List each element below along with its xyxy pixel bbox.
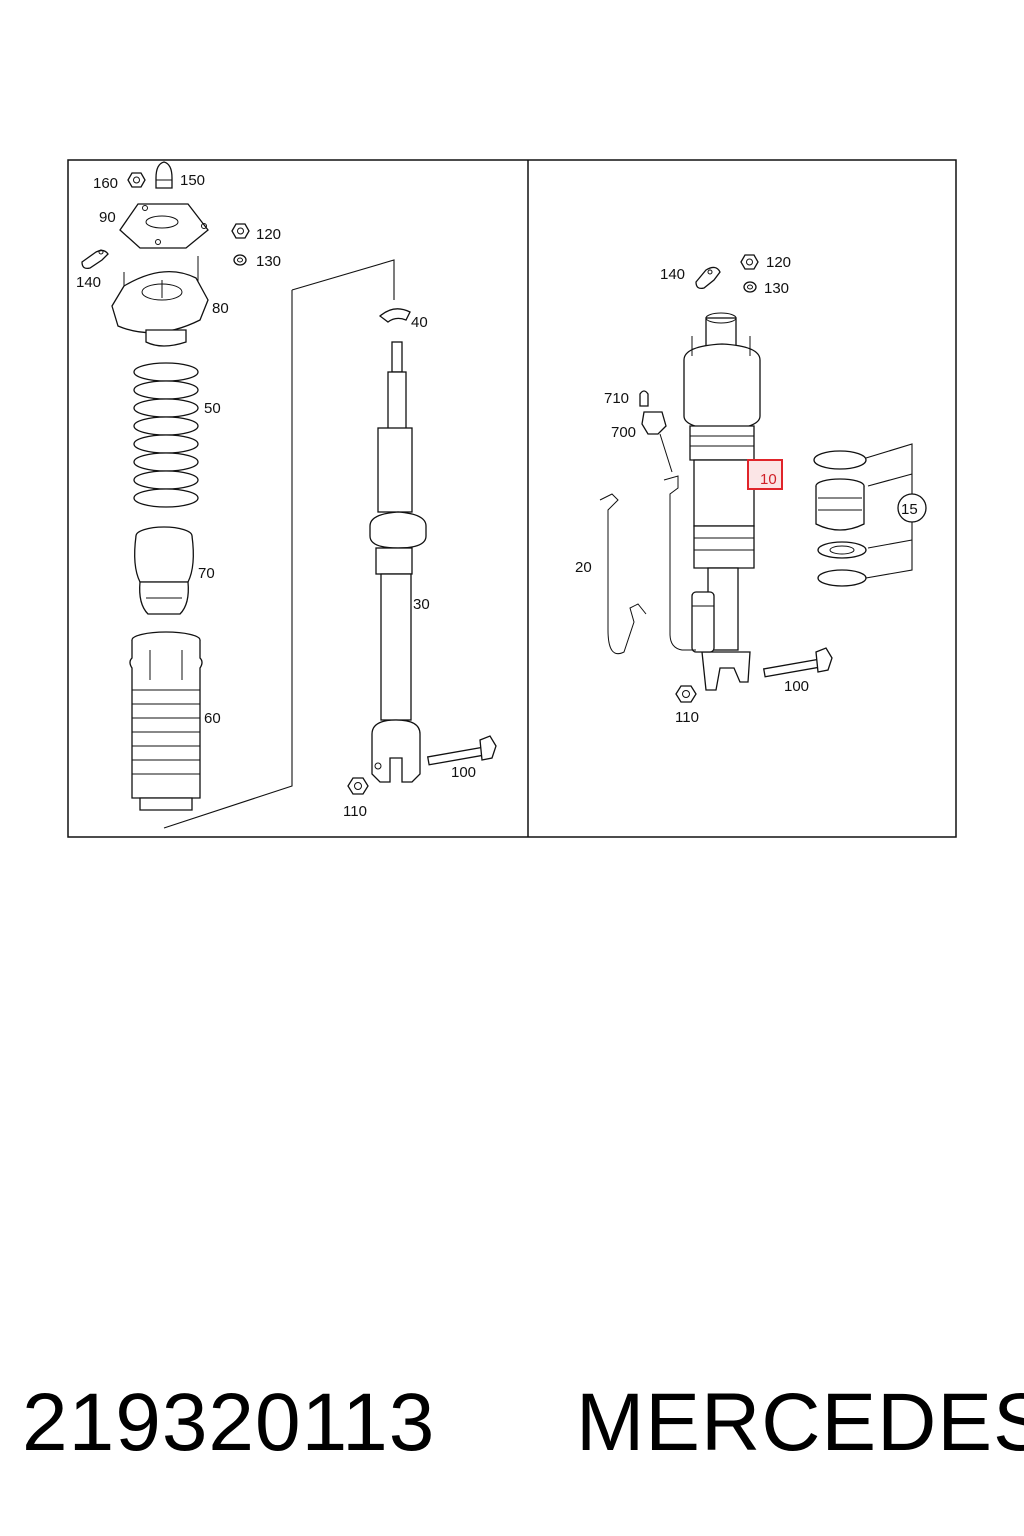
part-700-wire[interactable] [659,433,696,651]
callout-80: 80 [212,300,229,317]
right-panel: 140 120 130 710 700 10 15 20 100 110 [575,254,927,726]
part-20-wire[interactable] [599,493,647,655]
part-120-nut[interactable] [231,223,250,239]
part-90-mount-plate[interactable] [119,203,209,249]
callout-70: 70 [198,565,215,582]
callout-110: 110 [675,709,699,726]
part-30-shock-absorber[interactable] [369,341,427,783]
part-110-nut[interactable] [675,685,697,703]
part-110-nut[interactable] [347,777,369,795]
callout-100: 100 [451,764,476,781]
part-accumulator[interactable] [691,591,715,653]
part-710-valve[interactable] [639,390,649,407]
callout-120: 120 [256,226,281,243]
callout-40: 40 [411,314,428,331]
part-70-bump-stop[interactable] [134,526,194,615]
callout-30: 30 [413,596,430,613]
callout-130: 130 [256,253,281,270]
part-15-clamp[interactable] [817,541,867,559]
callout-140: 140 [76,274,101,291]
diagram-frame [67,159,957,838]
callout-15-circle [897,493,927,523]
leader-bracket-left [163,259,395,829]
part-40-clip[interactable] [378,308,411,323]
callout-700: 700 [611,424,636,441]
part-60-dust-boot[interactable] [129,631,203,811]
part-700-sensor[interactable] [641,411,667,435]
caption: 219320113 MERCEDES [0,1368,1024,1478]
part-15-ring-bottom[interactable] [817,569,867,587]
left-panel: 160 150 90 120 130 140 80 40 50 30 70 60… [76,161,497,829]
part-100-bolt[interactable] [762,647,833,678]
brand-name: MERCEDES [576,1377,1024,1468]
callout-15: 15 [901,501,918,518]
callout-710: 710 [604,390,629,407]
callout-10[interactable]: 10 [760,471,777,488]
callout-120: 120 [766,254,791,271]
part-140-bracket[interactable] [695,266,721,290]
part-130-washer[interactable] [233,254,247,266]
callout-100: 100 [784,678,809,695]
part-80-strut-mount[interactable] [111,256,209,347]
highlight-box-10 [747,459,783,490]
callout-50: 50 [204,400,221,417]
callout-130: 130 [764,280,789,297]
part-50-coil-spring[interactable] [133,362,199,508]
part-10-air-strut[interactable] [683,312,761,691]
part-160-nut[interactable] [127,172,146,188]
part-130-washer[interactable] [743,281,757,293]
callout-110: 110 [343,803,367,820]
callout-150: 150 [180,172,205,189]
part-150-cap[interactable] [155,161,173,189]
part-15-bellows[interactable] [815,478,865,531]
part-120-nut[interactable] [740,254,759,270]
callout-60: 60 [204,710,221,727]
part-140-bracket[interactable] [81,249,109,270]
callout-140: 140 [660,266,685,283]
part-15-ring-top[interactable] [813,450,867,470]
callout-160: 160 [93,175,118,192]
callout-20: 20 [575,559,592,576]
part-100-bolt[interactable] [426,735,497,766]
callout-90: 90 [99,209,116,226]
part-number: 219320113 [22,1377,436,1468]
